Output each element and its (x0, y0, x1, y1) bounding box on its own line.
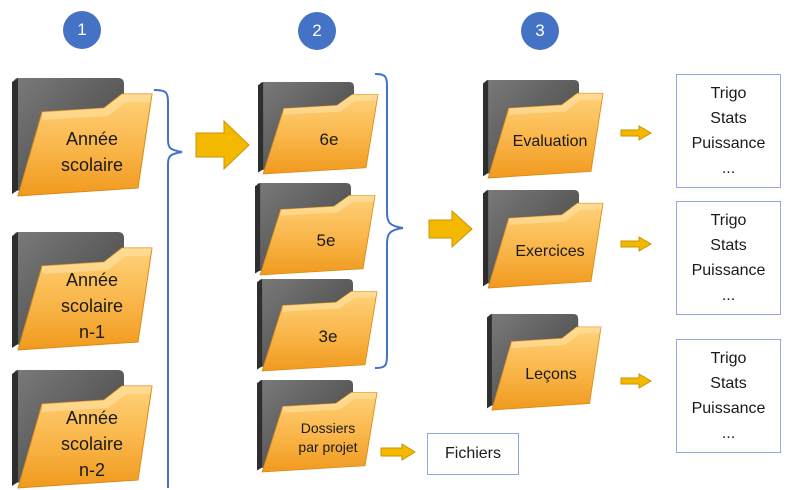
topic-ellipsis: ... (721, 160, 736, 177)
bracket-column-1 (153, 89, 183, 488)
arrow-right-icon (620, 236, 652, 252)
folder-annee-scolaire[interactable]: Année scolaire (11, 77, 153, 197)
step-badge-1: 1 (63, 11, 101, 49)
step-badge-3: 3 (521, 12, 559, 50)
folder-label: Dossiers par projet (298, 420, 358, 455)
folder-label: Année scolaire (60, 128, 124, 175)
folder-annee-scolaire-n-2[interactable]: Année scolaire n-2 (11, 369, 153, 489)
arrow-right-icon (620, 125, 652, 141)
topic-puissance: Puissance (691, 262, 766, 279)
arrow-right-icon (380, 443, 416, 461)
topic-trigo: Trigo (710, 85, 747, 102)
folder-3e[interactable]: 3e (256, 278, 378, 372)
topic-puissance: Puissance (691, 135, 766, 152)
topic-trigo: Trigo (710, 350, 747, 367)
arrow-right-icon (620, 373, 652, 389)
folder-label: 6e (319, 129, 339, 149)
topic-trigo: Trigo (710, 212, 747, 229)
folder-label: Leçons (525, 366, 577, 384)
topic-stats: Stats (710, 110, 747, 127)
folder-label: Année scolaire n-1 (60, 269, 124, 343)
bracket-column-2 (374, 73, 404, 369)
topic-ellipsis: ... (721, 287, 736, 304)
folder-label: 3e (318, 326, 338, 346)
folder-lecons[interactable]: Leçons (486, 313, 602, 411)
folder-5e[interactable]: 5e (254, 182, 376, 276)
topic-ellipsis: ... (721, 425, 736, 442)
topic-box-evaluation[interactable]: Trigo Stats Puissance ... (676, 74, 781, 188)
topic-stats: Stats (710, 237, 747, 254)
arrow-right-icon (428, 210, 473, 248)
folder-annee-scolaire-n-1[interactable]: Année scolaire n-1 (11, 231, 153, 351)
arrow-right-icon (195, 120, 250, 170)
step-badge-2: 2 (298, 12, 336, 50)
folder-6e[interactable]: 6e (257, 81, 379, 175)
fichiers-label: Fichiers (444, 445, 501, 462)
topic-puissance: Puissance (691, 400, 766, 417)
topic-box-lecons[interactable]: Trigo Stats Puissance ... (676, 339, 781, 453)
topic-stats: Stats (710, 375, 747, 392)
folder-evaluation[interactable]: Evaluation (482, 79, 604, 179)
folder-exercices[interactable]: Exercices (482, 189, 604, 289)
folder-dossiers-par-projet[interactable]: Dossiers par projet (256, 379, 378, 473)
folder-label: Evaluation (512, 133, 588, 151)
folder-label: Exercices (515, 243, 585, 261)
topic-box-exercices[interactable]: Trigo Stats Puissance ... (676, 201, 781, 315)
fichiers-box[interactable]: Fichiers (427, 433, 519, 475)
folder-label: 5e (316, 230, 336, 250)
folder-label: Année scolaire n-2 (60, 407, 124, 481)
